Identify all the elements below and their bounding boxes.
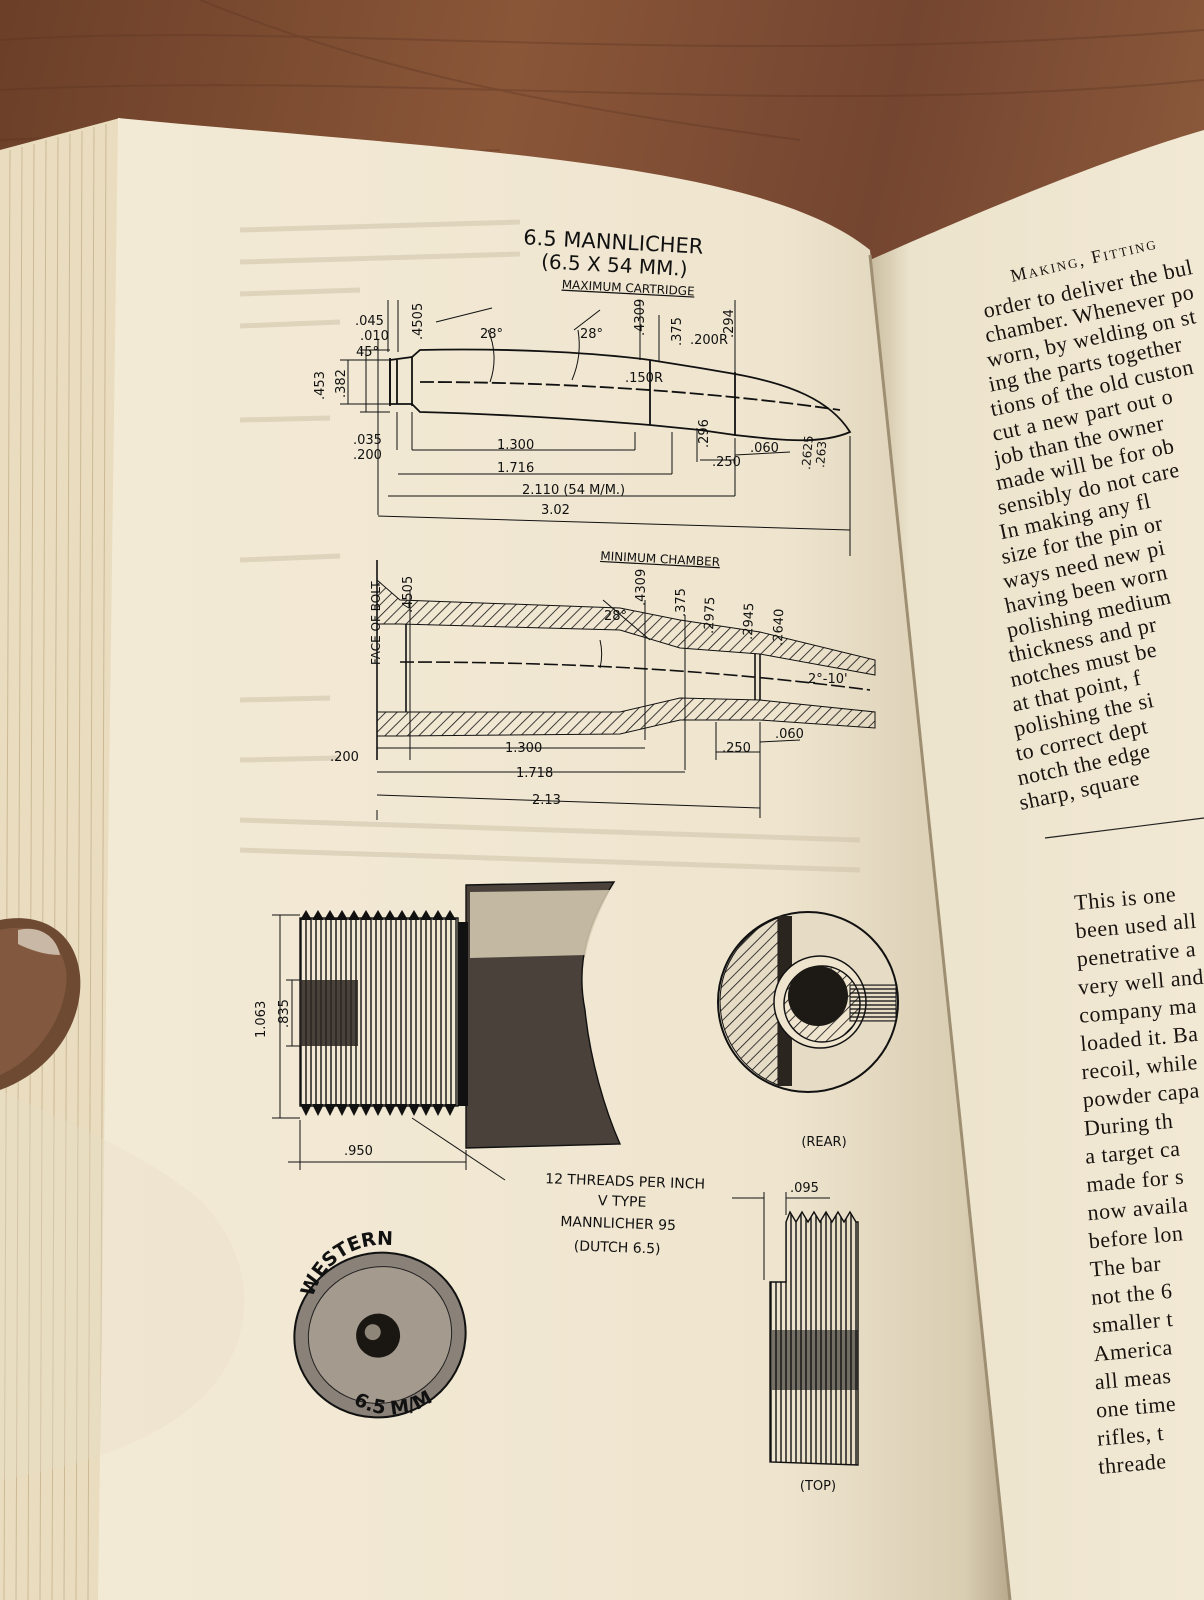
maximum-cartridge-drawing: MAXIMUM CARTRIDGE [313, 278, 852, 556]
page-edge-lines [3, 123, 107, 1600]
ch-dim-taper: 2°-10' [808, 672, 848, 687]
thread-teeth-bottom [300, 1104, 456, 1116]
ch-dim-200: .200 [330, 750, 359, 765]
right-page-rule [1044, 817, 1204, 839]
threaded-barrel-drawing: 1.063 .835 .950 12 THREADS PER INCH V TY… [254, 881, 705, 1258]
ch-dim-2640: .2640 [771, 608, 787, 646]
dim-453: .453 [313, 371, 328, 400]
len-1300: 1.300 [497, 438, 534, 453]
ch-dim-060: .060 [775, 727, 804, 742]
dim-045: .045 [355, 314, 384, 329]
cartridge-outline [389, 348, 852, 442]
dim-4309: .4309 [633, 299, 648, 336]
ch-len-1300: 1.300 [505, 741, 542, 756]
len-302: 3.02 [541, 503, 570, 518]
thread-spec-line-4: (DUTCH 6.5) [574, 1238, 661, 1257]
ch-dim-4505: .4505 [401, 576, 416, 613]
right-page-line: The bar [1089, 1250, 1162, 1281]
dim-010: .010 [360, 329, 389, 344]
dim-250: .250 [712, 455, 741, 470]
chamber-dimension-lines [376, 590, 801, 820]
dim-200r: .200R [690, 333, 728, 348]
dim-45deg: 45° [356, 345, 379, 360]
minimum-chamber-drawing: MINIMUM CHAMBER FACE OF BOLT [330, 549, 876, 820]
ch-dim-375: .375 [674, 588, 689, 617]
chamber-outline [376, 560, 871, 760]
right-page-line: rifles, t [1096, 1420, 1165, 1451]
ch-dim-2975: .2975 [702, 596, 718, 634]
right-page-line: threade [1097, 1448, 1167, 1479]
len-2110: 2.110 (54 M/M.) [522, 483, 625, 498]
dim-375: .375 [670, 317, 685, 346]
cartridge-dimension-lines [340, 300, 851, 556]
top-label: (TOP) [800, 1479, 836, 1494]
angle-arc-28 [571, 329, 580, 381]
ch-len-1718: 1.718 [516, 766, 553, 781]
rear-view-drawing: (REAR) [717, 911, 899, 1150]
dim-1063: 1.063 [254, 1001, 269, 1038]
receiver-highlight [470, 890, 610, 958]
dim-28deg-b: 28° [580, 327, 603, 342]
dim-4505: .4505 [411, 303, 426, 340]
thumb [0, 918, 245, 1480]
dim-28deg-a: 28° [480, 327, 503, 342]
ch-dim-28deg: 28° [604, 609, 627, 624]
thread-spec-line-1: 12 THREADS PER INCH [545, 1171, 705, 1193]
top-view-drawing: .095 (TOP) [732, 1181, 859, 1494]
dim-296: .296 [697, 419, 712, 448]
ch-dim-4309: .4309 [634, 569, 649, 606]
dim-200: .200 [353, 448, 382, 463]
ch-len-213: 2.13 [532, 793, 561, 808]
cartridge-label: MAXIMUM CARTRIDGE [561, 278, 695, 299]
len-1716: 1.716 [497, 461, 534, 476]
drawing-title: 6.5 MANNLICHER (6.5 X 54 MM.) [523, 225, 704, 281]
dim-263: .263 [813, 440, 829, 468]
rear-label: (REAR) [801, 1135, 846, 1150]
chamber-wall-top [376, 578, 876, 676]
dim-950: .950 [344, 1144, 373, 1159]
dim-060: .060 [750, 441, 779, 456]
thread-spec-line-2: V TYPE [598, 1193, 647, 1211]
dim-150r: .150R [625, 371, 663, 386]
bleed-through [239, 219, 861, 873]
dim-035: .035 [353, 433, 382, 448]
dim-294: .294 [722, 309, 737, 338]
thread-bore-shade [300, 980, 358, 1046]
thread-spec-line-3: MANNLICHER 95 [560, 1214, 676, 1234]
angle-arc-28-left [487, 329, 495, 383]
headstamp-drawing: WESTERN 6.5 M/M [285, 1220, 467, 1434]
dim-835: .835 [277, 999, 292, 1028]
dim-2625: .2625 [799, 435, 816, 470]
receiver-shoulder [458, 922, 468, 1106]
ch-dim-250: .250 [722, 741, 751, 756]
thread-dimension-lines [272, 914, 506, 1181]
gutter [868, 254, 1012, 1600]
dim-382: .382 [334, 369, 349, 398]
right-page [870, 130, 1204, 1600]
chamber-angle-arc [599, 639, 603, 669]
chamber-label: MINIMUM CHAMBER [600, 549, 720, 569]
dim-095: .095 [790, 1181, 819, 1196]
chamber-wall-bottom [376, 697, 876, 737]
ch-dim-2945: .2945 [741, 602, 757, 640]
